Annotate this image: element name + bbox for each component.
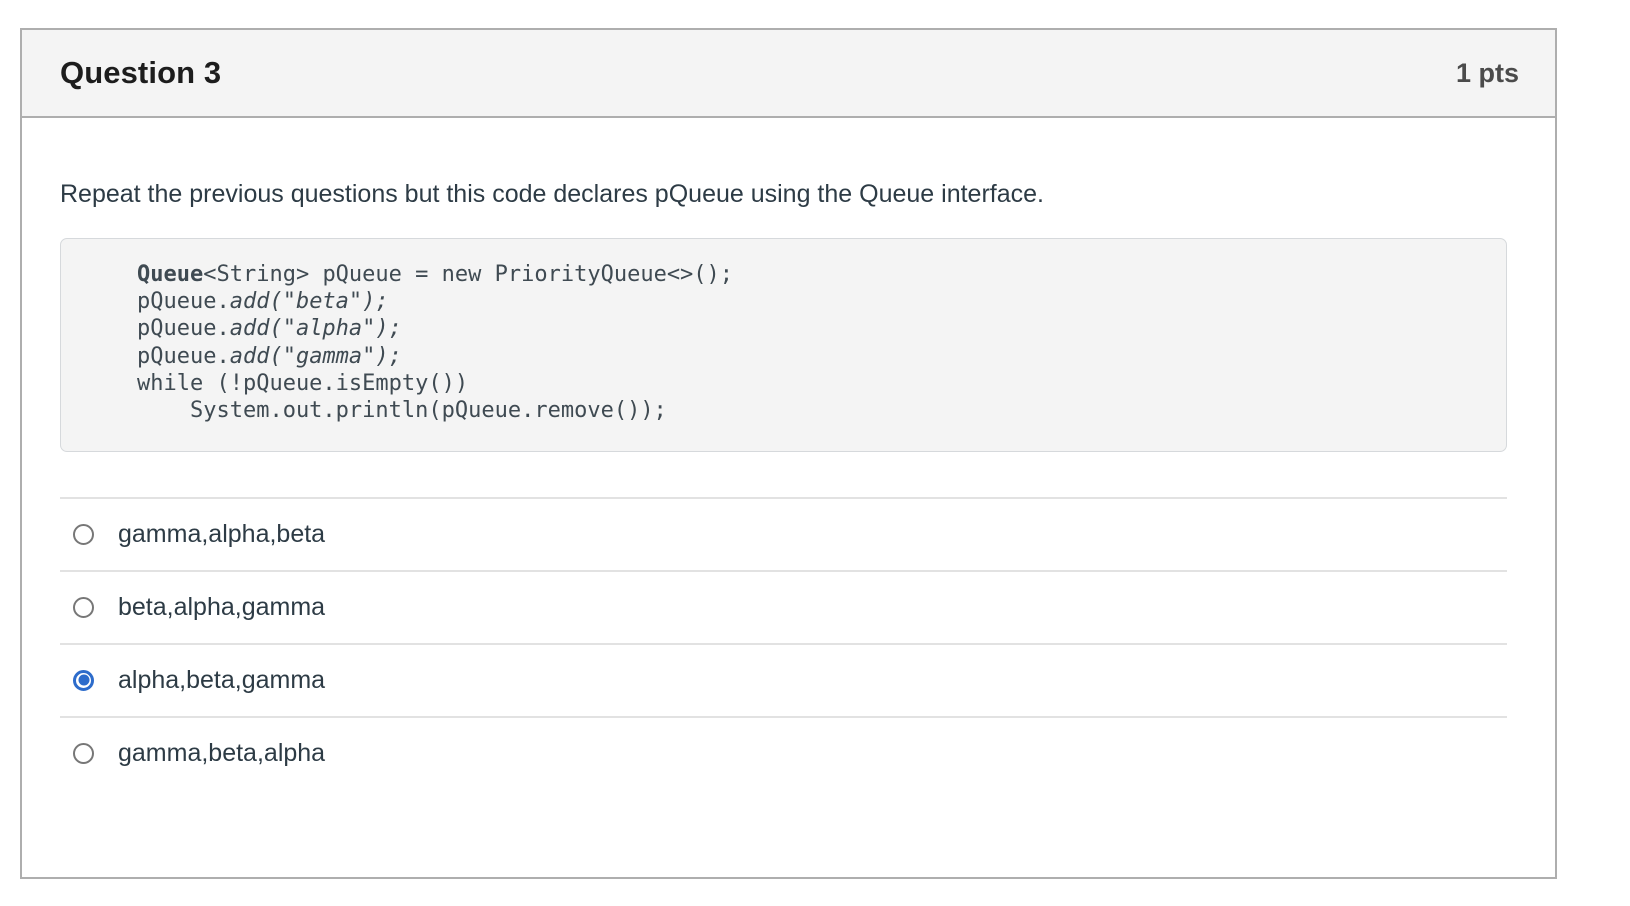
answer-option-4[interactable]: gamma,beta,alpha: [60, 715, 1507, 789]
code-line-1-rest: <String> pQueue = new PriorityQueue<>();: [203, 261, 734, 287]
code-line-3-prefix: pQueue.: [137, 316, 230, 342]
radio-icon-option-2[interactable]: [73, 596, 94, 618]
answer-option-1[interactable]: gamma,alpha,beta: [60, 496, 1507, 570]
answer-option-label: gamma,beta,alpha: [118, 738, 326, 767]
answer-option-2[interactable]: beta,alpha,gamma: [60, 569, 1507, 643]
answer-options: gamma,alpha,beta beta,alpha,gamma alpha,…: [60, 496, 1507, 789]
code-keyword-queue: Queue: [137, 261, 204, 287]
radio-icon-option-4[interactable]: [73, 742, 94, 764]
answer-option-label: beta,alpha,gamma: [118, 592, 326, 621]
page-title: Question 3: [60, 55, 222, 90]
radio-icon-option-1[interactable]: [73, 523, 94, 545]
code-line-4-prefix: pQueue.: [137, 343, 230, 369]
question-header: Question 3 1 pts: [22, 30, 1555, 118]
answer-option-label: alpha,beta,gamma: [118, 665, 326, 694]
code-line-6: System.out.println(pQueue.remove());: [137, 398, 667, 424]
code-block: Queue<String> pQueue = new PriorityQueue…: [60, 237, 1507, 452]
question-body: Repeat the previous questions but this c…: [22, 178, 1555, 789]
code-line-3-call: add("alpha");: [229, 316, 402, 342]
question-card: Question 3 1 pts Repeat the previous que…: [20, 28, 1557, 879]
code-line-4-call: add("gamma");: [229, 343, 402, 369]
code-line-2-prefix: pQueue.: [137, 288, 230, 314]
answer-option-3[interactable]: alpha,beta,gamma: [60, 642, 1507, 716]
code-snippet: Queue<String> pQueue = new PriorityQueue…: [87, 261, 1480, 425]
points-badge: 1 pts: [1455, 57, 1519, 88]
answer-option-label: gamma,alpha,beta: [118, 519, 326, 548]
question-prompt: Repeat the previous questions but this c…: [60, 180, 1044, 208]
code-line-5: while (!pQueue.isEmpty()): [137, 371, 469, 396]
radio-icon-option-3[interactable]: [73, 669, 94, 691]
code-line-2-call: add("beta");: [229, 288, 389, 314]
